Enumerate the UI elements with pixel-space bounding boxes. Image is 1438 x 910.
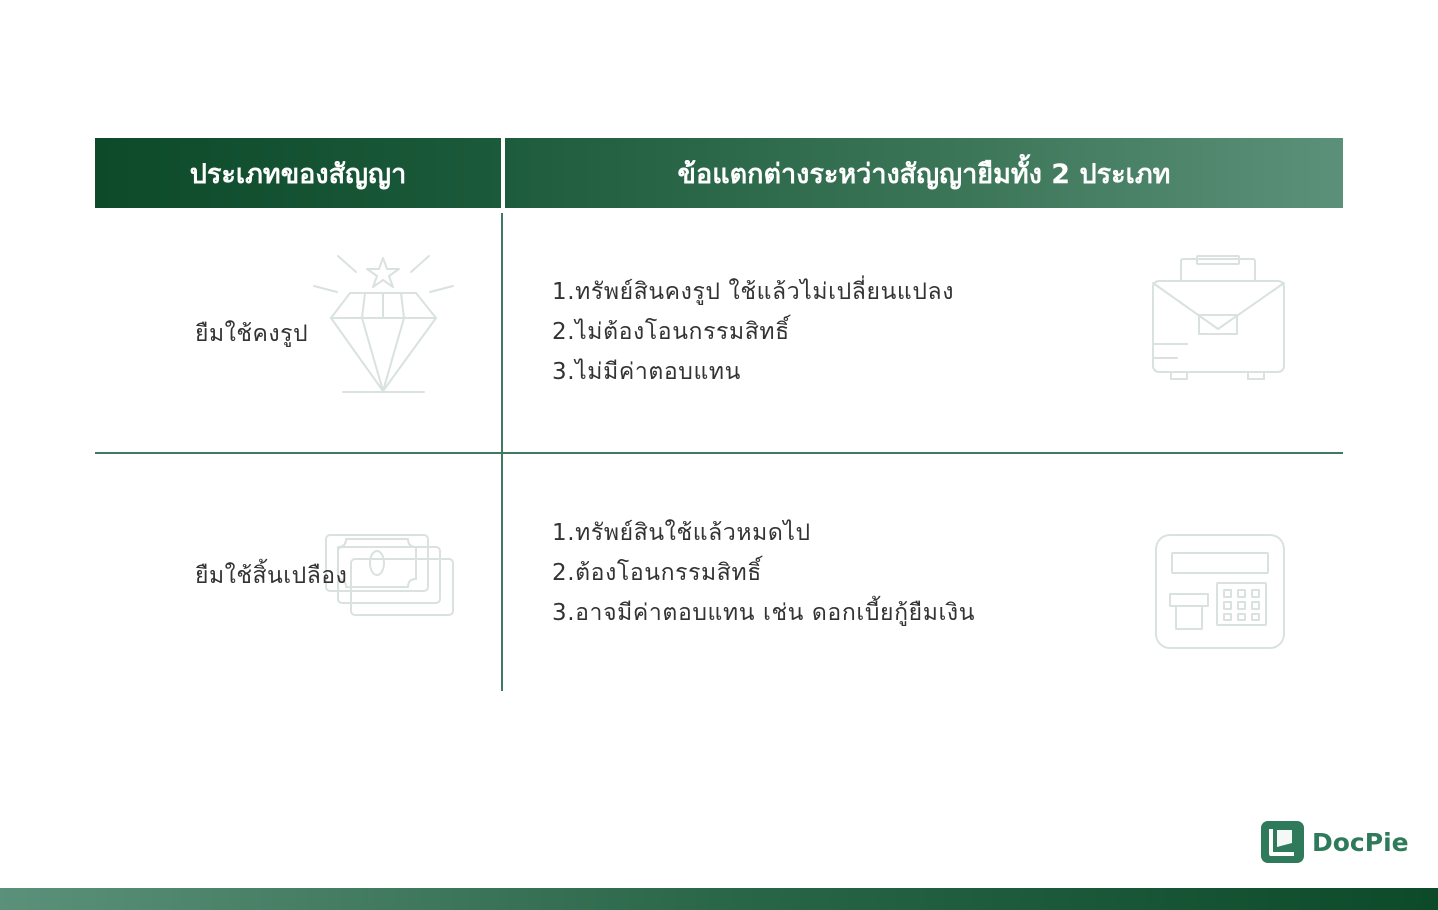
row2-item-1: 1.ทรัพย์สินใช้แล้วหมดไป bbox=[552, 520, 811, 546]
row2-item-2: 2.ต้องโอนกรรมสิทธิ์ bbox=[552, 560, 762, 586]
row2-item-3: 3.อาจมีค่าตอบแทน เช่น ดอกเบี้ยกู้ยืมเงิน bbox=[552, 600, 976, 626]
bottom-gradient-bar bbox=[0, 888, 1438, 910]
cash-register-icon bbox=[1155, 534, 1285, 649]
header-differences: ข้อแตกต่างระหว่างสัญญายืมทั้ง 2 ประเภท bbox=[505, 138, 1343, 208]
row1-type-label: ยืมใช้คงรูป bbox=[195, 321, 309, 347]
row1-item-2: 2.ไม่ต้องโอนกรรมสิทธิ์ bbox=[552, 319, 790, 345]
row1-differences-list: 1.ทรัพย์สินคงรูป ใช้แล้วไม่เปลี่ยนแปลง 2… bbox=[552, 272, 954, 392]
docpie-logo-text: DocPie bbox=[1312, 827, 1409, 857]
docpie-logo: DocPie bbox=[1261, 821, 1409, 863]
banknotes-icon bbox=[325, 534, 454, 616]
row1-item-3: 3.ไม่มีค่าตอบแทน bbox=[552, 359, 741, 385]
docpie-logo-icon bbox=[1261, 821, 1304, 863]
briefcase-icon bbox=[1152, 255, 1285, 380]
row-divider bbox=[95, 452, 1343, 454]
row2-differences-list: 1.ทรัพย์สินใช้แล้วหมดไป 2.ต้องโอนกรรมสิท… bbox=[552, 513, 975, 633]
header-type-of-contract: ประเภทของสัญญา bbox=[95, 138, 501, 208]
row1-item-1: 1.ทรัพย์สินคงรูป ใช้แล้วไม่เปลี่ยนแปลง bbox=[552, 279, 955, 305]
row2-type-label: ยืมใช้สิ้นเปลือง bbox=[195, 563, 348, 589]
diamond-icon bbox=[313, 255, 454, 393]
